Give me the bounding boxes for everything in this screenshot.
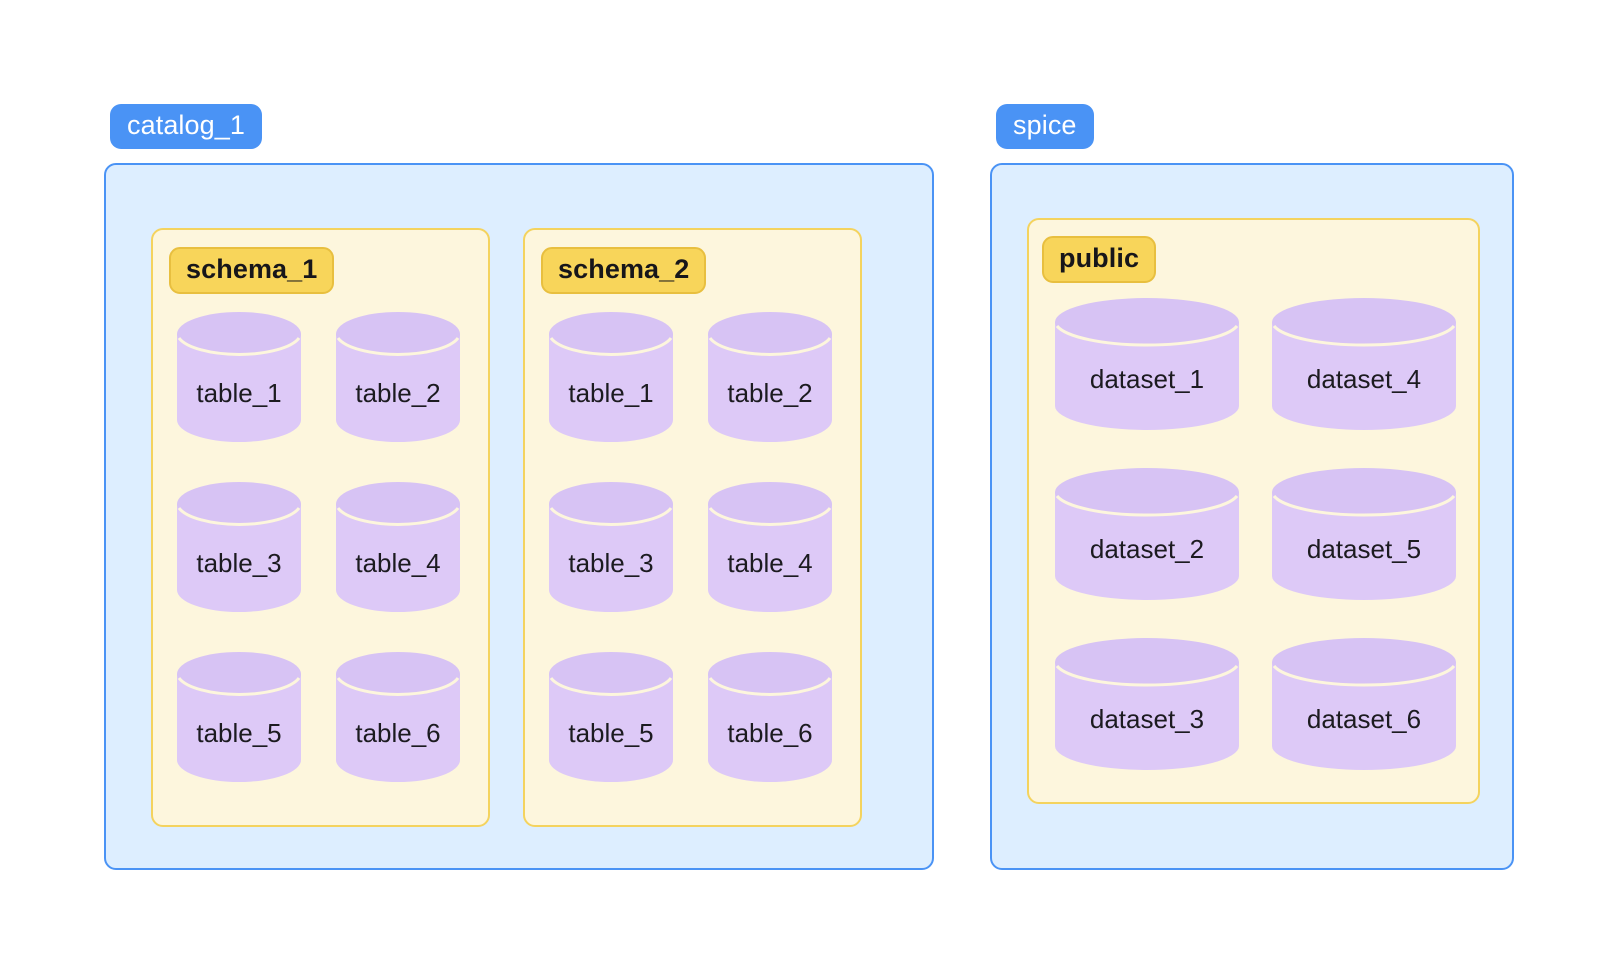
table-cylinder[interactable]: table_3 [549, 482, 673, 612]
table-cylinder[interactable]: table_4 [708, 482, 832, 612]
catalog-badge-catalog_1[interactable]: catalog_1 [110, 104, 262, 149]
table-cylinder[interactable]: table_3 [177, 482, 301, 612]
table-cylinder[interactable]: table_2 [336, 312, 460, 442]
dataset-cylinder[interactable]: dataset_2 [1055, 468, 1239, 600]
catalog-badge-spice[interactable]: spice [996, 104, 1094, 149]
schema-badge-schema_1[interactable]: schema_1 [169, 247, 335, 294]
schema-box-schema_1: schema_1 table_1 tab [151, 228, 490, 827]
dataset-cylinder[interactable]: dataset_6 [1272, 638, 1456, 770]
table-cylinder[interactable]: table_1 [549, 312, 673, 442]
schema-box-schema_2: schema_2 table_1 table_2 [523, 228, 862, 827]
catalog-box-spice: public dataset_1 dat [990, 163, 1514, 870]
table-cylinder[interactable]: table_5 [177, 652, 301, 782]
table-cylinder[interactable]: table_2 [708, 312, 832, 442]
schema-badge-public[interactable]: public [1042, 236, 1157, 283]
dataset-cylinder[interactable]: dataset_3 [1055, 638, 1239, 770]
schema-badge-schema_2[interactable]: schema_2 [541, 247, 707, 294]
dataset-cylinder[interactable]: dataset_4 [1272, 298, 1456, 430]
dataset-cylinder[interactable]: dataset_1 [1055, 298, 1239, 430]
table-cylinder[interactable]: table_6 [708, 652, 832, 782]
table-cylinder[interactable]: table_5 [549, 652, 673, 782]
table-cylinder[interactable]: table_6 [336, 652, 460, 782]
schema-box-public: public dataset_1 dat [1027, 218, 1480, 804]
catalog-box-catalog_1: schema_1 table_1 tab [104, 163, 934, 870]
table-cylinder[interactable]: table_1 [177, 312, 301, 442]
table-cylinder[interactable]: table_4 [336, 482, 460, 612]
catalog-group-catalog_1: catalog_1 schema_1 table_1 [104, 104, 934, 870]
catalog-group-spice: spice public dataset_1 [990, 104, 1514, 870]
dataset-cylinder[interactable]: dataset_5 [1272, 468, 1456, 600]
